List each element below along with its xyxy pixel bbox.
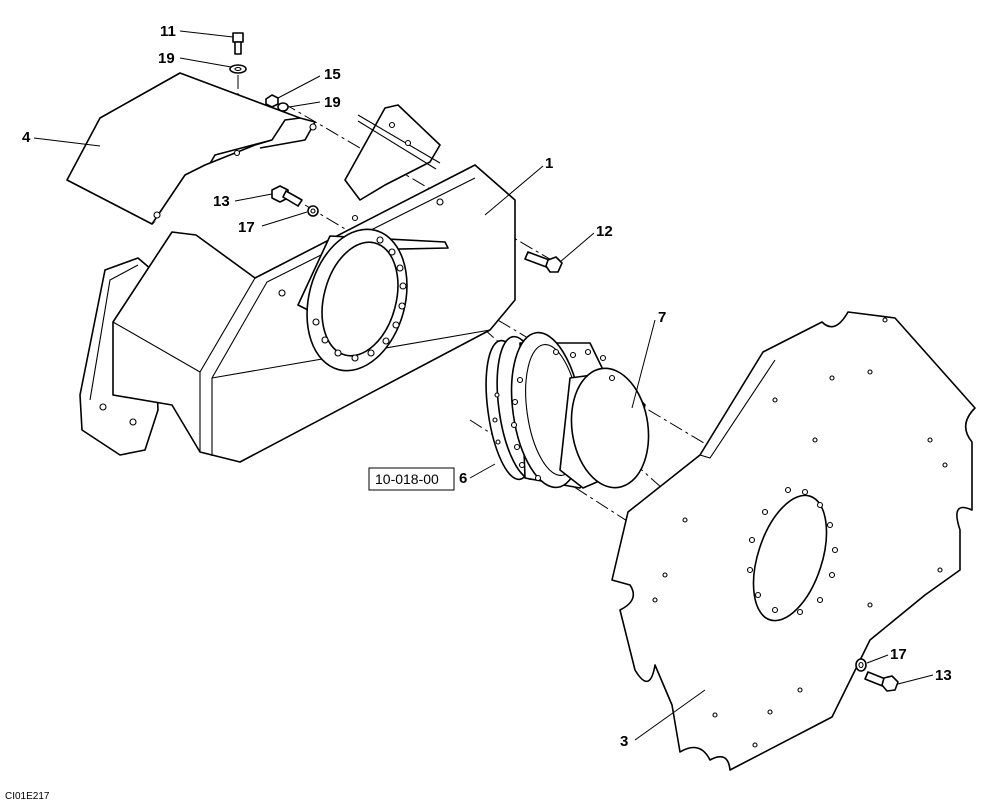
bolt-13-upper (271, 185, 303, 207)
callout-17: 17 (890, 646, 907, 663)
plate-bolt-holes (652, 317, 948, 748)
washer-19-mid (277, 102, 289, 112)
wheel-motor-part-7 (485, 331, 650, 489)
bolt-12 (524, 251, 563, 273)
drive-plate-part-3 (611, 311, 976, 771)
hub-bolt-holes (492, 348, 616, 482)
callout-1: 1 (545, 155, 553, 172)
callout-17: 17 (238, 219, 255, 236)
callout-12: 12 (596, 223, 613, 240)
bolt-13-lower (864, 671, 899, 692)
callout-13: 13 (935, 667, 952, 684)
callout-13: 13 (213, 193, 230, 210)
callout-11: 11 (160, 23, 176, 40)
reference-number[interactable]: 10-018-00 (375, 471, 439, 487)
cover-part-4 (66, 72, 317, 225)
fasteners (229, 32, 899, 692)
callout-labels: 11 19 15 19 4 1 13 17 12 7 6 17 13 3 (22, 23, 952, 750)
housing-part-1 (79, 104, 516, 463)
nut-15 (265, 94, 279, 108)
reference-box[interactable]: 10-018-00 (368, 467, 455, 491)
callout-7: 7 (658, 309, 666, 326)
callout-15: 15 (324, 66, 341, 83)
flange-bolt-holes (312, 236, 407, 362)
drawing-code: CI01E217 (5, 791, 50, 802)
callout-19: 19 (324, 94, 341, 111)
callout-6: 6 (459, 470, 467, 487)
leader-lines (33, 30, 934, 741)
bolt-11 (232, 32, 244, 55)
callout-3: 3 (620, 733, 628, 750)
callout-4: 4 (22, 129, 31, 146)
callout-19: 19 (158, 50, 175, 67)
